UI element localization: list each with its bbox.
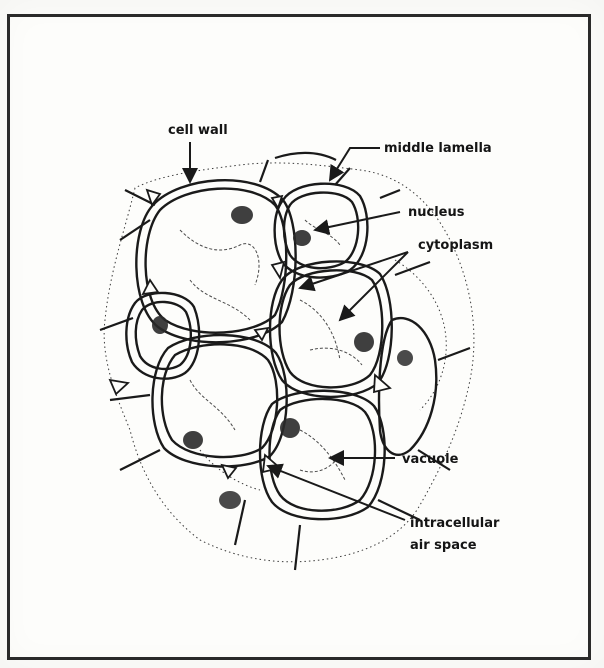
label-intercellular-line1: intracellular — [410, 516, 500, 531]
pointer-cytoplasm-a — [300, 252, 408, 288]
pointer-air-space — [268, 466, 405, 520]
air-spaces — [110, 190, 390, 478]
label-intercellular-line2: air space — [410, 538, 477, 553]
label-cytoplasm: cytoplasm — [418, 238, 493, 253]
label-vacuole: vacuole — [402, 452, 459, 467]
pointer-middle-lamella — [330, 148, 380, 180]
label-middle-lamella: middle lamella — [384, 141, 492, 156]
label-nucleus: nucleus — [408, 205, 465, 220]
label-cell-wall: cell wall — [168, 123, 228, 138]
